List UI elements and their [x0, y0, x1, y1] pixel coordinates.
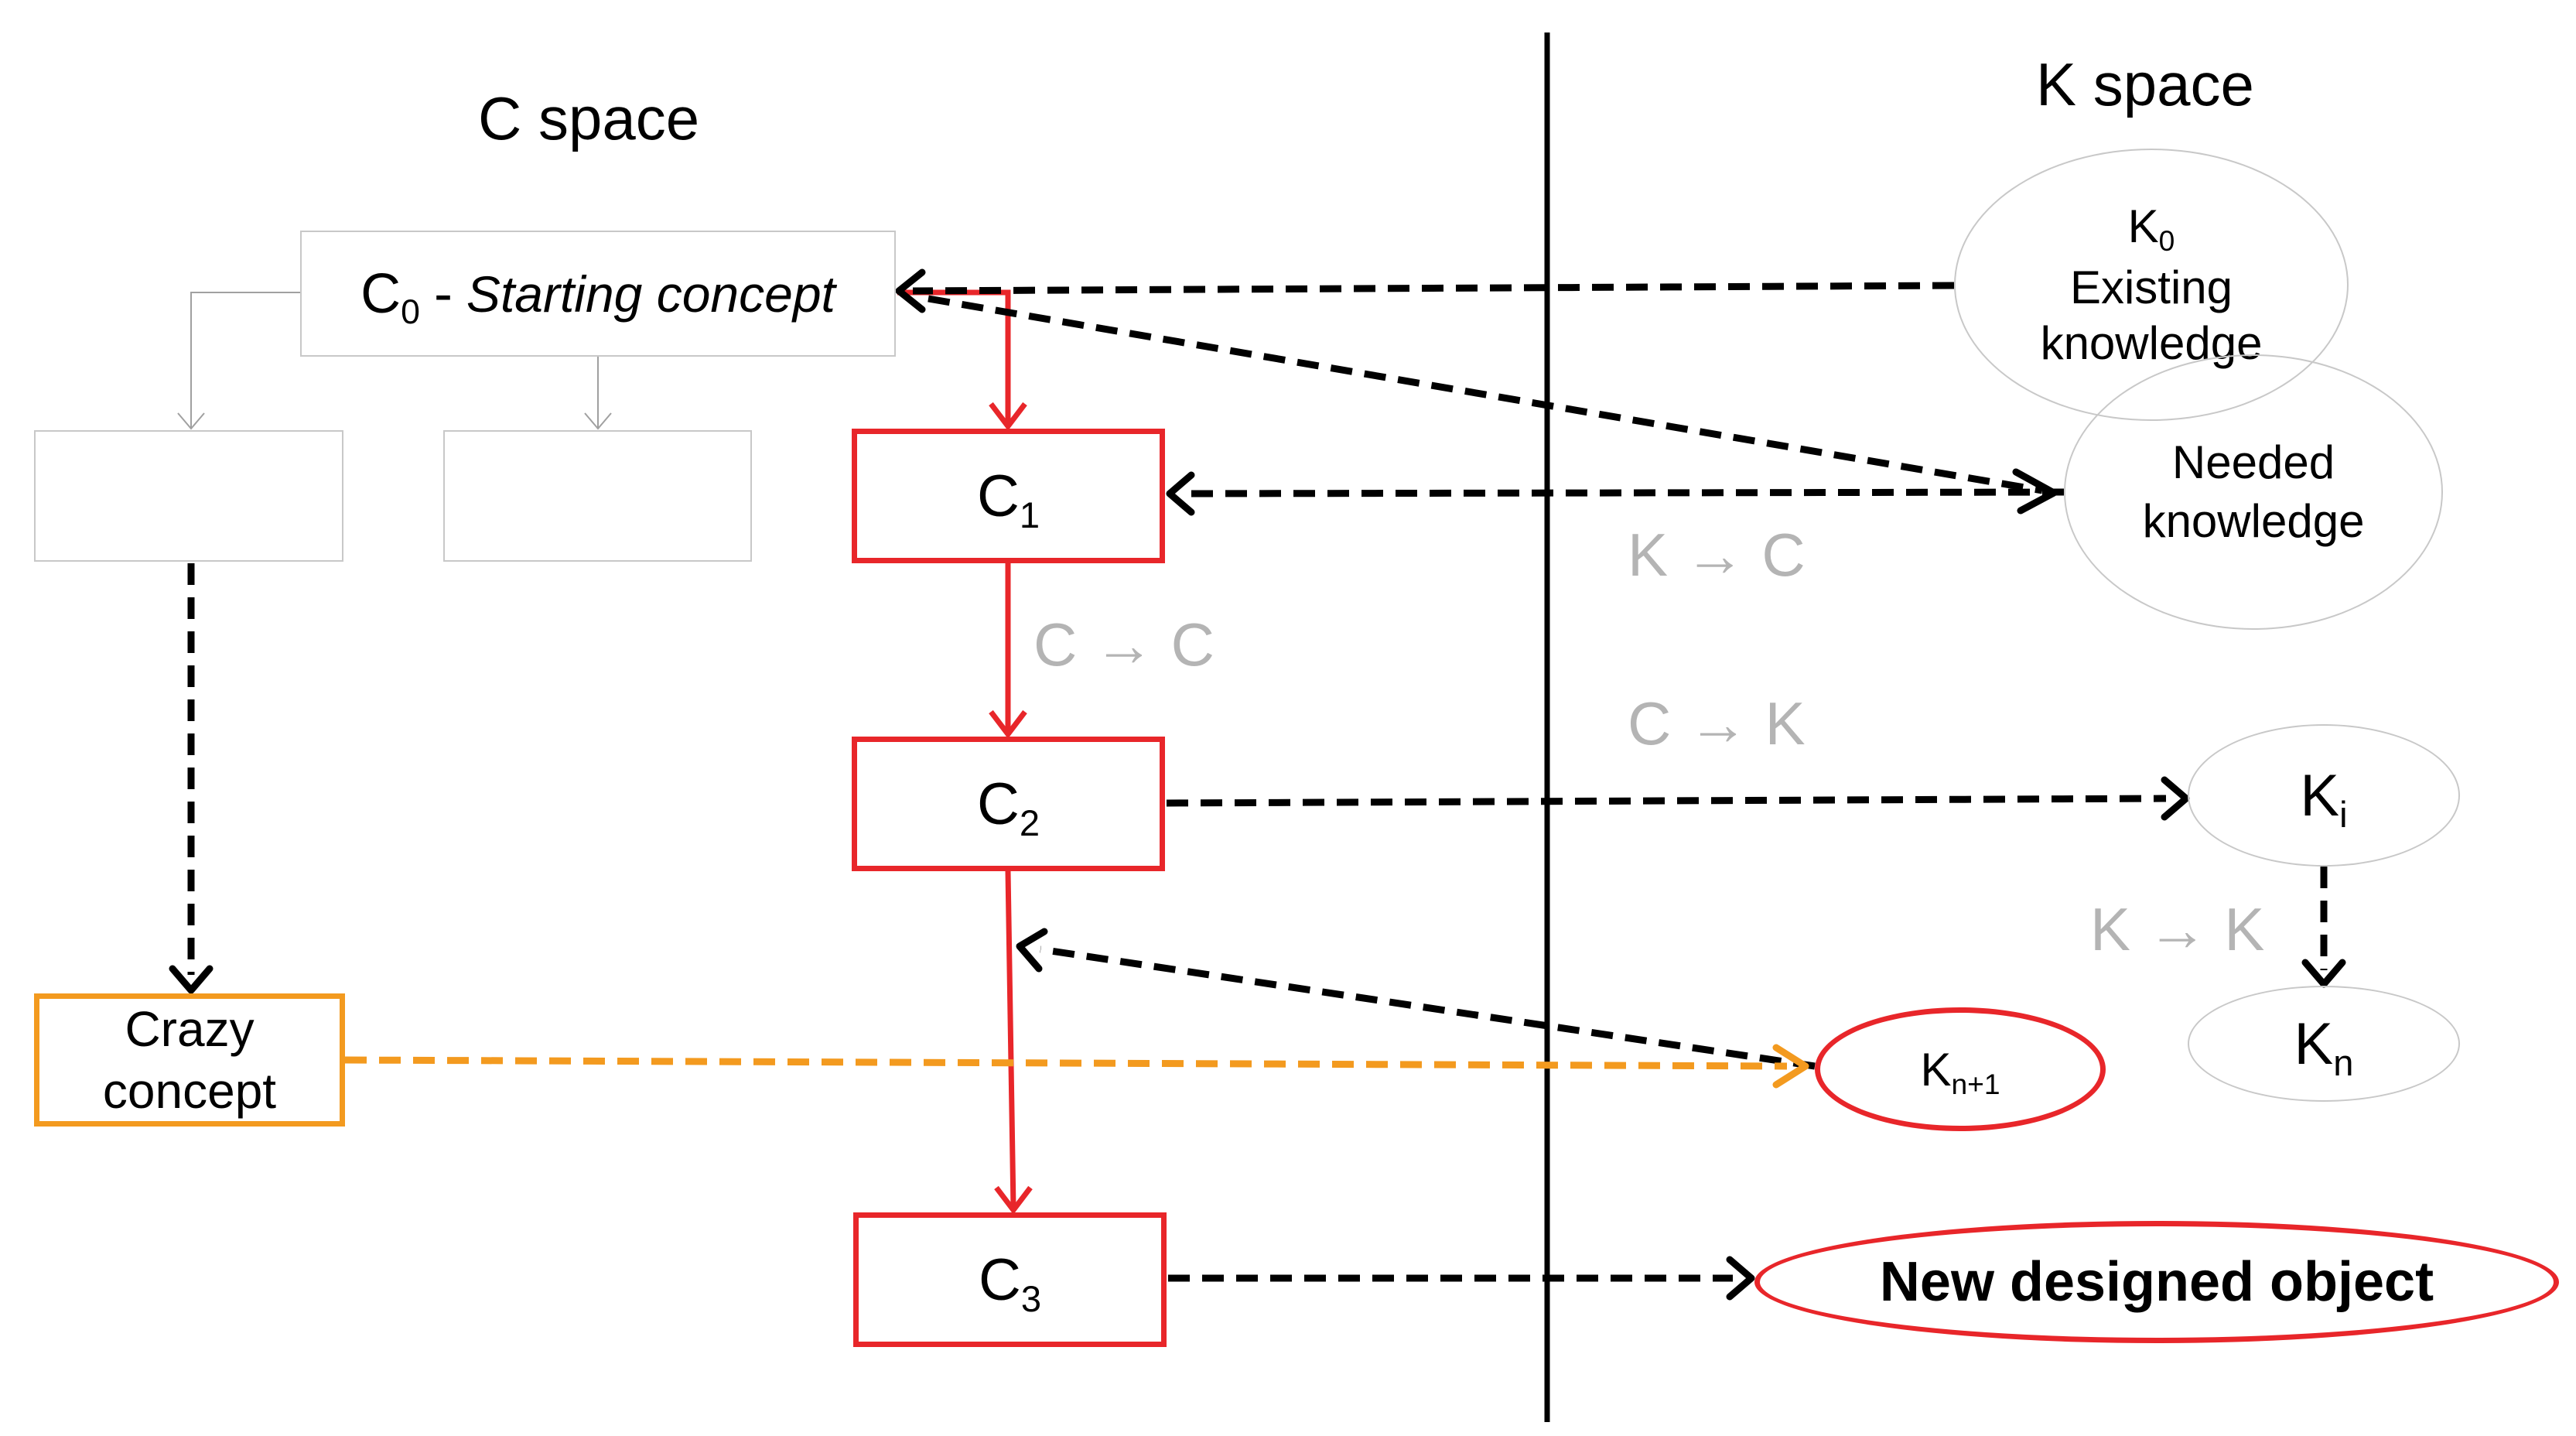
c0-description: Starting concept	[466, 265, 835, 323]
c-space-title: C space	[478, 84, 700, 152]
arrow-c2-to-ki	[1166, 795, 2167, 807]
arrowhead-needed	[2012, 468, 2058, 515]
c0-starting-concept-box: C0 - Starting concept	[300, 231, 896, 357]
k0-line1: Existing	[2069, 261, 2233, 313]
empty-concept-box-2	[443, 430, 752, 562]
arrowhead-c1	[1166, 471, 1195, 516]
arrowhead-crazy	[169, 965, 214, 994]
needed-line1: Needed	[2171, 436, 2335, 488]
arrowhead-kn	[2301, 959, 2346, 988]
c1-concept-box: C1	[852, 429, 1165, 563]
arrow-c0-to-needed	[928, 295, 2043, 494]
k0-existing-knowledge-ellipse: K0 Existing knowledge	[1954, 149, 2349, 421]
arrow-k0-to-c0	[912, 282, 1955, 295]
red-arrow-c0-c1	[897, 289, 1027, 431]
crazy-concept-box: Crazy concept	[34, 993, 345, 1127]
red-arrow-c1-c2	[989, 563, 1027, 739]
c3-concept-box: C3	[853, 1212, 1167, 1347]
kn-knowledge-ellipse: Kn	[2188, 986, 2460, 1102]
new-object-label: New designed object	[1879, 1251, 2434, 1313]
relation-k-to-k: K → K	[2090, 895, 2265, 963]
arrowhead-c2	[1016, 928, 1048, 973]
relation-c-to-k: C → K	[1628, 689, 1806, 757]
crazy-concept-line2: concept	[102, 1063, 277, 1119]
crazy-concept-line1: Crazy	[125, 1001, 255, 1057]
arrowhead-c0	[895, 268, 926, 313]
k0-label: K0	[2127, 200, 2175, 258]
k-space-title: K space	[2036, 50, 2254, 118]
needed-line2: knowledge	[2142, 495, 2365, 547]
arrowhead-ki	[2161, 776, 2190, 821]
ki-knowledge-ellipse: Ki	[2188, 724, 2460, 867]
c0-label: C0	[360, 262, 420, 331]
red-arrow-c2-c3	[994, 870, 1033, 1215]
new-designed-object-ellipse: New designed object	[1754, 1221, 2559, 1343]
relation-c-to-c: C → C	[1033, 610, 1215, 679]
arrow-kn1-to-c2	[1040, 945, 1816, 1070]
needed-knowledge-ellipse: Needed knowledge	[2064, 354, 2443, 630]
arrow-crazy-to-kn1	[344, 1044, 1809, 1089]
c0-separator: -	[433, 262, 453, 325]
relation-k-to-c: K → C	[1628, 521, 1806, 589]
kn1-knowledge-ellipse: Kn+1	[1815, 1007, 2106, 1131]
empty-concept-box-1	[34, 430, 343, 562]
arrowhead-new-object	[1726, 1256, 1755, 1301]
c0-tree-connector	[177, 292, 612, 430]
arrow-needed-to-c1	[1191, 488, 2065, 497]
c2-concept-box: C2	[852, 737, 1165, 871]
